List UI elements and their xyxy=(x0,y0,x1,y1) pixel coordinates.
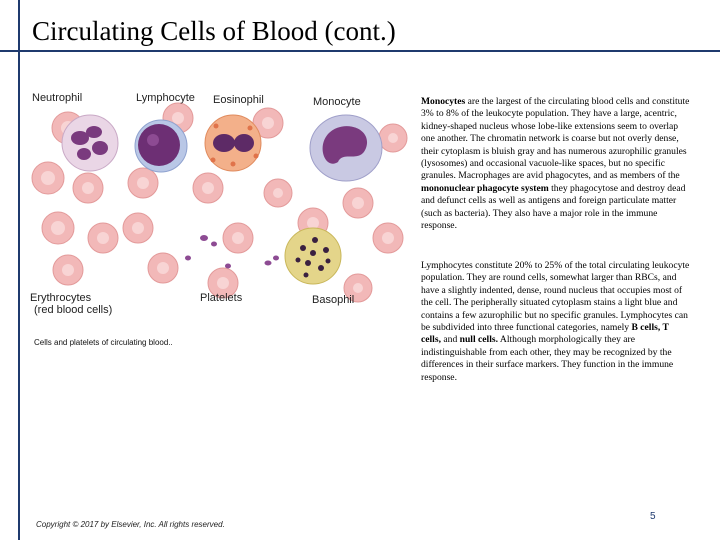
monocytes-text-1: are the largest of the circulating blood… xyxy=(421,96,690,182)
platelets-label: Platelets xyxy=(200,292,243,304)
lymphocytes-text-3: Although morphologically they are indist… xyxy=(421,334,674,383)
basophil-label: Basophil xyxy=(312,294,355,306)
basophil-cell xyxy=(284,227,342,285)
neutrophil-cell xyxy=(61,114,119,172)
blood-cells-figure: Neutrophil Lymphocyte Eosinophil Monocyt… xyxy=(28,88,410,320)
eosinophil-cell xyxy=(204,114,262,172)
figure-caption: Cells and platelets of circulating blood… xyxy=(34,338,173,347)
null-cells-term: null cells. xyxy=(459,334,499,346)
blood-cells-illustration xyxy=(31,102,408,303)
lymphocyte-label: Lymphocyte xyxy=(136,92,195,104)
lymphocytes-text-2: and xyxy=(440,334,460,346)
monocytes-term: Monocytes xyxy=(421,96,466,107)
monocytes-text-2: they phagocytose and destroy dead and de… xyxy=(421,182,686,232)
page-number: 5 xyxy=(650,511,656,522)
lymphocyte-cell xyxy=(134,119,188,173)
erythrocytes-group xyxy=(31,102,408,303)
b-t-cells-term: B cells, T cells, xyxy=(421,322,669,346)
erythrocytes-sublabel: (red blood cells) xyxy=(34,304,113,316)
slide-title: Circulating Cells of Blood (cont.) xyxy=(32,16,396,46)
neutrophil-label: Neutrophil xyxy=(32,92,83,104)
mononuclear-phagocyte-term: mononuclear phagocyte system xyxy=(421,182,549,194)
lymphocytes-text-1: Lymphocytes constitute 20% to 25% of the… xyxy=(421,260,690,334)
copyright-notice: Copyright © 2017 by Elsevier, Inc. All r… xyxy=(36,520,225,529)
left-accent-rule xyxy=(18,0,20,540)
monocytes-paragraph: Monocytes are the largest of the circula… xyxy=(421,96,691,232)
eosinophil-label: Eosinophil xyxy=(213,94,264,106)
monocyte-cell xyxy=(309,114,383,182)
title-underline xyxy=(0,50,720,52)
erythrocytes-label: Erythrocytes xyxy=(30,292,92,304)
lymphocytes-paragraph: Lymphocytes constitute 20% to 25% of the… xyxy=(421,260,691,384)
monocyte-label: Monocyte xyxy=(313,96,361,108)
platelets-group xyxy=(185,235,279,269)
